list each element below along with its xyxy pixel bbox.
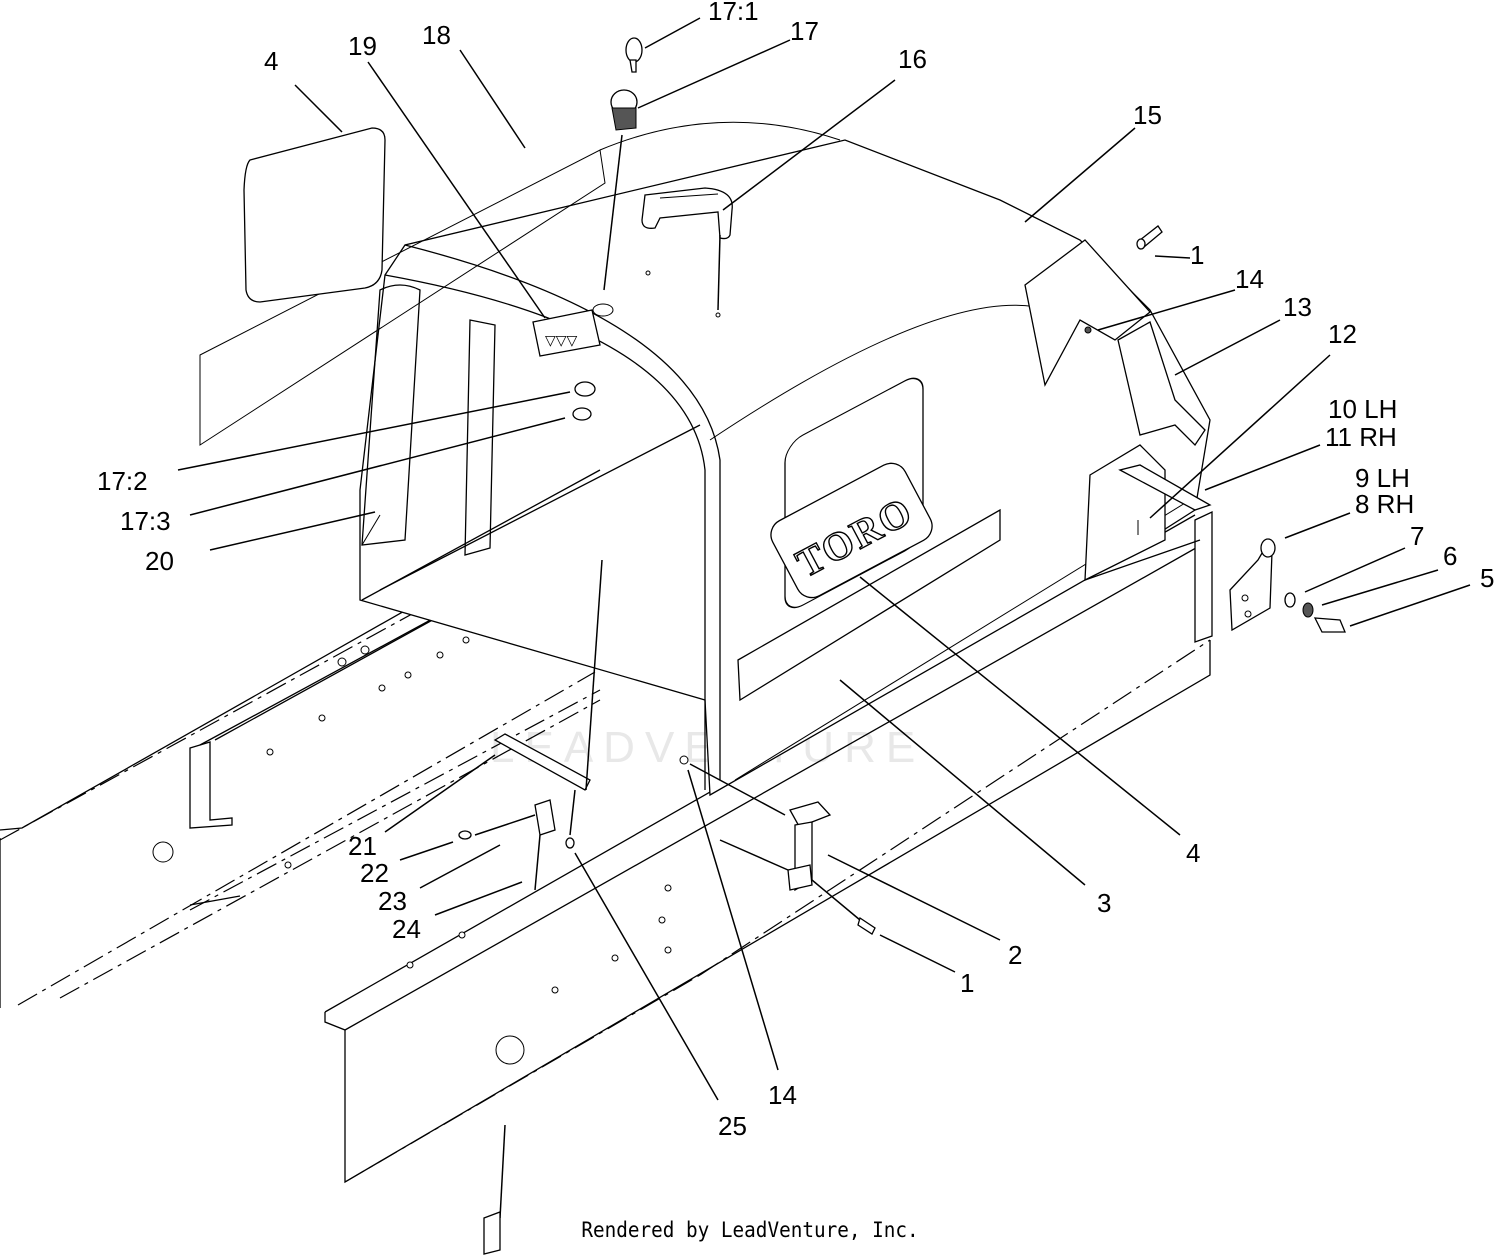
callout-19: 19 xyxy=(348,31,377,61)
decal-20 xyxy=(361,514,381,546)
callout-22: 22 xyxy=(360,858,389,888)
washer-17-2 xyxy=(574,381,596,397)
callout-12: 12 xyxy=(1328,319,1357,349)
decal-4 xyxy=(243,127,386,303)
latch-support-21 xyxy=(458,559,603,1255)
leader-lines xyxy=(177,17,1471,1101)
decal-3 xyxy=(737,508,1001,702)
lock-17 xyxy=(592,89,638,317)
callout-21: 21 xyxy=(348,831,377,861)
callout-20: 20 xyxy=(145,546,174,576)
decal-19: ▽▽▽ xyxy=(532,309,601,357)
callout-16: 16 xyxy=(898,44,927,74)
handle-16 xyxy=(641,187,733,318)
callout-25: 25 xyxy=(718,1111,747,1141)
callout-1-top: 1 xyxy=(1190,240,1204,270)
key-17-1 xyxy=(625,37,643,73)
callout-15: 15 xyxy=(1133,100,1162,130)
latch-2 xyxy=(679,755,876,935)
svg-text:▽▽▽: ▽▽▽ xyxy=(545,333,578,349)
callout-10-lh: 10 LH xyxy=(1328,394,1397,424)
callout-3: 3 xyxy=(1097,888,1111,918)
callout-6: 6 xyxy=(1443,541,1457,571)
callout-24: 24 xyxy=(392,914,421,944)
credit-text: Rendered by LeadVenture, Inc. xyxy=(581,1218,919,1242)
callout-23: 23 xyxy=(378,886,407,916)
hood: TORO xyxy=(199,121,1211,797)
callout-8-rh: 8 RH xyxy=(1355,489,1414,519)
callout-17: 17 xyxy=(790,16,819,46)
screw-1-top xyxy=(1136,225,1163,250)
nut-17-3 xyxy=(572,407,592,421)
callout-18: 18 xyxy=(422,20,451,50)
callout-2: 2 xyxy=(1008,940,1022,970)
callout-11-rh: 11 RH xyxy=(1325,422,1397,452)
callout-labels: 17:1 17 19 18 4 16 15 1 14 13 12 10 LH 1… xyxy=(97,0,1494,1141)
callout-13: 13 xyxy=(1283,292,1312,322)
callout-17-1: 17:1 xyxy=(708,0,759,26)
callout-17-3: 17:3 xyxy=(120,506,171,536)
callout-9-lh: 9 LH xyxy=(1355,463,1410,493)
callout-17-2: 17:2 xyxy=(97,466,148,496)
rear-panel-13 xyxy=(1024,239,1212,582)
callout-14-bottom: 14 xyxy=(768,1080,797,1110)
callout-5: 5 xyxy=(1480,563,1494,593)
callout-1-bottom: 1 xyxy=(960,968,974,998)
callout-4-top: 4 xyxy=(264,46,278,76)
hinge-bracket xyxy=(1229,538,1346,633)
callout-4-mid: 4 xyxy=(1186,838,1200,868)
callout-14-top: 14 xyxy=(1235,264,1264,294)
callout-7: 7 xyxy=(1410,521,1424,551)
